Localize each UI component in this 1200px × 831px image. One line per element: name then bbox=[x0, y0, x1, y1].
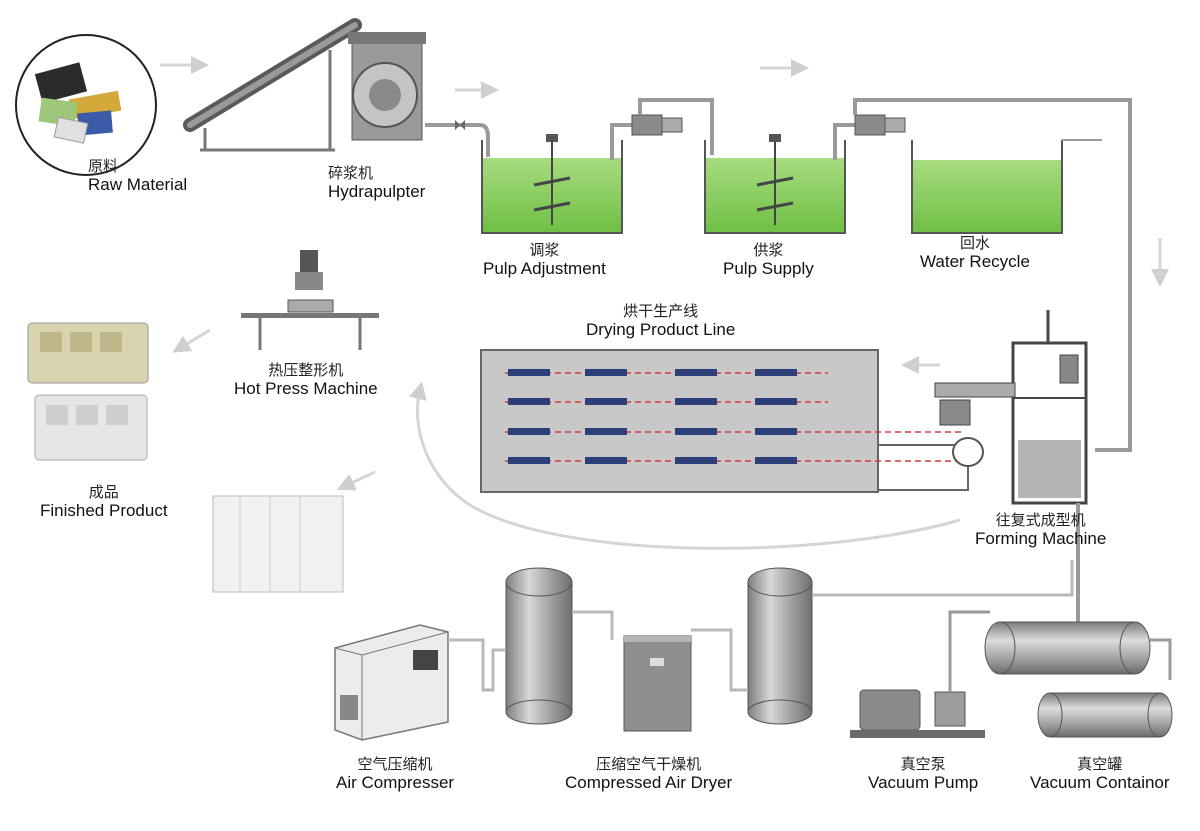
label-air-compressor-en: Air Compresser bbox=[336, 773, 455, 793]
label-pulp-adjustment-en: Pulp Adjustment bbox=[483, 259, 606, 279]
label-hydrapulper: 碎浆机 Hydrapulpter bbox=[328, 164, 426, 202]
label-hot-press-zh: 热压整形机 bbox=[268, 361, 344, 379]
air-receiver-tank-2 bbox=[747, 567, 813, 725]
label-pulp-supply-en: Pulp Supply bbox=[723, 259, 814, 279]
drying-conveyor-rows bbox=[505, 369, 965, 464]
label-air-compressor: 空气压缩机 Air Compresser bbox=[336, 755, 455, 793]
label-pulp-supply: 供浆 Pulp Supply bbox=[723, 241, 814, 279]
hydrapulper-machine bbox=[348, 32, 490, 157]
label-hydrapulper-en: Hydrapulpter bbox=[328, 182, 426, 202]
label-finished-product: 成品 Finished Product bbox=[40, 483, 168, 521]
label-drying-line: 烘干生产线 Drying Product Line bbox=[586, 302, 736, 340]
label-water-recycle-zh: 回水 bbox=[959, 234, 990, 252]
label-vacuum-container: 真空罐 Vacuum Containor bbox=[1030, 755, 1170, 793]
air-pipes bbox=[448, 560, 1074, 692]
label-finished-product-en: Finished Product bbox=[40, 501, 168, 521]
label-finished-product-zh: 成品 bbox=[88, 483, 119, 501]
label-water-recycle-en: Water Recycle bbox=[920, 252, 1030, 272]
forming-machine bbox=[934, 310, 1088, 640]
air-receiver-tank-1 bbox=[505, 567, 573, 725]
vacuum-container-large bbox=[984, 621, 1151, 675]
label-forming-machine-zh: 往复式成型机 bbox=[995, 511, 1086, 529]
flow-arrows bbox=[160, 56, 1169, 550]
compressed-air-dryer bbox=[623, 635, 692, 732]
conveyor-belt bbox=[183, 18, 362, 152]
label-hot-press: 热压整形机 Hot Press Machine bbox=[234, 361, 378, 399]
hot-press-machine bbox=[241, 250, 379, 350]
label-forming-machine-en: Forming Machine bbox=[975, 529, 1107, 549]
label-pulp-adjustment-zh: 调浆 bbox=[529, 241, 560, 259]
label-vacuum-pump-en: Vacuum Pump bbox=[868, 773, 979, 793]
label-air-dryer: 压缩空气干燥机 Compressed Air Dryer bbox=[565, 755, 733, 793]
label-drying-line-zh: 烘干生产线 bbox=[623, 302, 699, 320]
transfer-pumps bbox=[610, 98, 1132, 452]
label-vacuum-pump: 真空泵 Vacuum Pump bbox=[868, 755, 979, 793]
label-vacuum-pump-zh: 真空泵 bbox=[900, 755, 946, 773]
label-air-dryer-zh: 压缩空气干燥机 bbox=[596, 755, 702, 773]
label-vacuum-container-zh: 真空罐 bbox=[1077, 755, 1123, 773]
air-compressor bbox=[334, 624, 449, 741]
label-raw-material-zh: 原料 bbox=[88, 157, 119, 175]
water-recycle-tank bbox=[911, 140, 1063, 234]
vacuum-pump bbox=[850, 610, 990, 738]
label-air-dryer-en: Compressed Air Dryer bbox=[565, 773, 733, 793]
label-vacuum-container-en: Vacuum Containor bbox=[1030, 773, 1170, 793]
raw-material-image bbox=[15, 34, 157, 176]
label-pulp-adjustment: 调浆 Pulp Adjustment bbox=[483, 241, 606, 279]
label-forming-machine: 往复式成型机 Forming Machine bbox=[975, 511, 1107, 549]
label-air-compressor-zh: 空气压缩机 bbox=[357, 755, 433, 773]
label-drying-line-en: Drying Product Line bbox=[586, 320, 736, 340]
egg-tray-products bbox=[27, 322, 149, 461]
label-raw-material: 原料 Raw Material bbox=[88, 157, 188, 195]
label-raw-material-en: Raw Material bbox=[88, 175, 188, 195]
packaging-inserts bbox=[212, 495, 344, 593]
label-water-recycle: 回水 Water Recycle bbox=[920, 234, 1030, 272]
pulp-supply-tank bbox=[704, 134, 846, 234]
label-hydrapulper-zh: 碎浆机 bbox=[328, 164, 374, 182]
label-pulp-supply-zh: 供浆 bbox=[753, 241, 784, 259]
drying-product-line bbox=[480, 349, 984, 493]
vacuum-container-small bbox=[1037, 638, 1173, 738]
pulp-adjustment-tank bbox=[481, 134, 623, 234]
label-hot-press-en: Hot Press Machine bbox=[234, 379, 378, 399]
